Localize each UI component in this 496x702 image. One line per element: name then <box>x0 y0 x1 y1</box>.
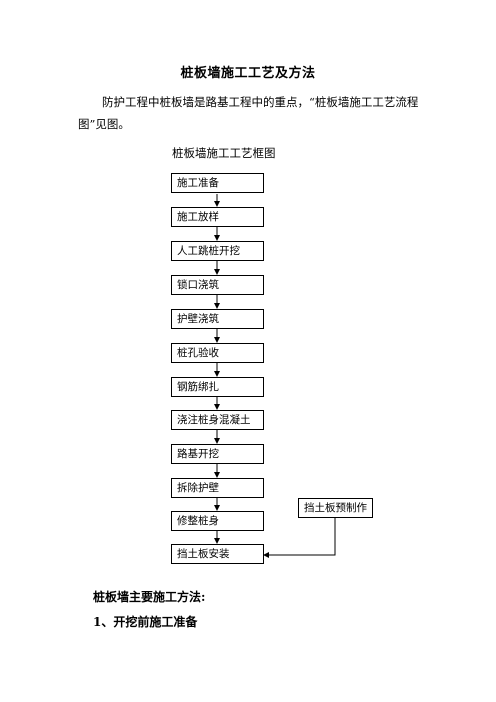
flow-side-step: 挡土板预制作 <box>298 498 373 518</box>
document-title: 桩板墙施工工艺及方法 <box>180 66 316 81</box>
flow-step-8: 浇注桩身混凝土 <box>171 410 264 430</box>
intro-paragraph: 防护工程中桩板墙是路基工程中的重点，“桩板墙施工工艺流程图”见图。 <box>78 95 419 131</box>
subsection-heading: 1、开挖前施工准备 <box>93 615 198 629</box>
flow-step-7: 钢筋绑扎 <box>171 377 264 397</box>
flow-step-10: 拆除护壁 <box>171 478 264 498</box>
flow-step-1: 施工准备 <box>171 173 264 193</box>
flow-step-9: 路基开挖 <box>171 444 264 464</box>
side-connector <box>263 518 336 558</box>
flow-step-2: 施工放样 <box>171 207 264 227</box>
flow-step-11: 修整桩身 <box>171 511 264 531</box>
flow-step-4: 锁口浇筑 <box>171 275 264 295</box>
flow-step-6: 桩孔验收 <box>171 343 264 363</box>
flowchart-title: 桩板墙施工工艺框图 <box>172 146 276 160</box>
flow-step-3: 人工跳桩开挖 <box>171 241 264 261</box>
flow-step-12: 挡土板安装 <box>171 544 264 564</box>
section-heading: 桩板墙主要施工方法: <box>93 590 206 604</box>
flow-step-5: 护壁浇筑 <box>171 309 264 329</box>
